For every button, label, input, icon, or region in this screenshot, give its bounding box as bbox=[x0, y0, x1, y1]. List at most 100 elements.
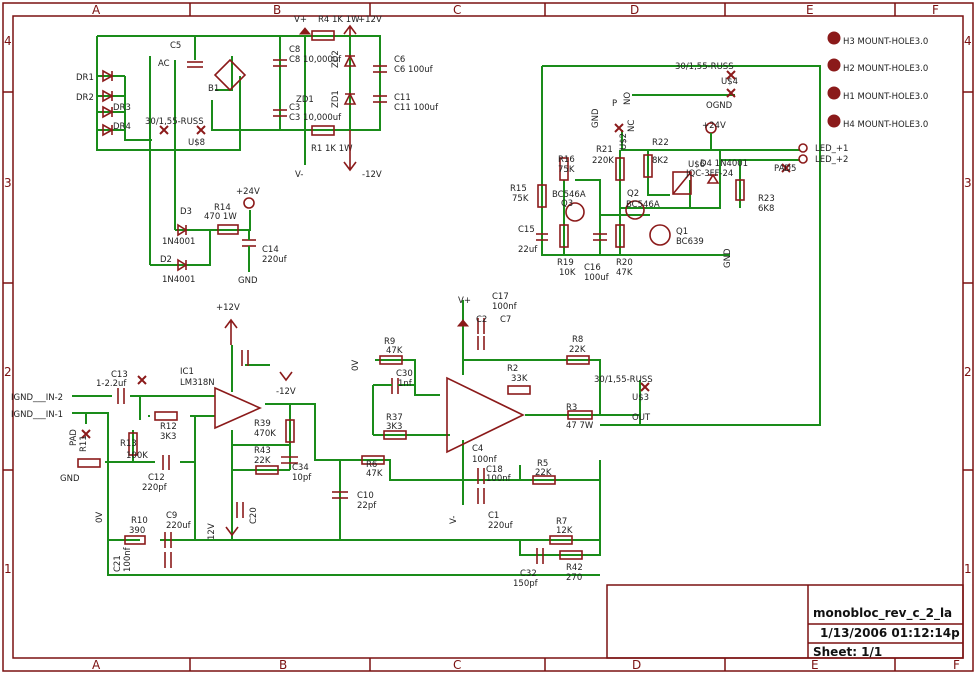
out-c4: C4 bbox=[472, 444, 483, 454]
rel-no: NO bbox=[623, 92, 633, 105]
rel-r20-val: 47K bbox=[616, 268, 633, 278]
supply-arrow-icon bbox=[343, 24, 357, 36]
power-section: B1 DR1 DR2 DR3 DR4 AC C5 R4 1K 1W R1 1K … bbox=[76, 15, 439, 266]
title-drawing-name: monobloc_rev_c_2_la bbox=[813, 606, 952, 621]
out-r9-val: 47K bbox=[386, 346, 403, 356]
s24-d2: D2 bbox=[160, 255, 172, 265]
supply-arrow-icon bbox=[279, 371, 293, 382]
pwr-c3: C3 10,000uf bbox=[289, 113, 342, 123]
out-c10-val: 22pf bbox=[357, 501, 377, 511]
col-label-f-top: F bbox=[932, 3, 939, 17]
out-r7: R7 bbox=[556, 517, 567, 527]
no-connect-icon bbox=[159, 125, 169, 135]
rel-v24: +24V bbox=[702, 121, 726, 131]
rel-u6: U$6 bbox=[688, 160, 705, 170]
rel-r23: R23 bbox=[758, 194, 775, 204]
s24-c14: C14 bbox=[262, 245, 279, 255]
rel-c15-val: 22uf bbox=[518, 245, 538, 255]
col-label-e-top: E bbox=[806, 3, 814, 17]
row-label-1-right: 1 bbox=[964, 562, 972, 576]
col-label-a-bottom: A bbox=[92, 658, 101, 672]
pwr-zd2: ZD2 bbox=[331, 50, 341, 68]
pwr-dr4: DR4 bbox=[113, 122, 131, 132]
no-connect-icon bbox=[81, 429, 91, 439]
col-label-b-bottom: B bbox=[279, 658, 287, 672]
transistor-icon bbox=[625, 200, 645, 220]
no-connect-icon bbox=[726, 88, 736, 98]
out-r3-val: 47 7W bbox=[566, 421, 594, 431]
s24-d3: D3 bbox=[180, 207, 192, 217]
in-r39-val: 470K bbox=[254, 429, 276, 439]
in-c21: C21 bbox=[113, 555, 123, 572]
transistor-icon bbox=[565, 202, 585, 222]
opamp-icon bbox=[446, 376, 525, 454]
in-gnd: GND bbox=[60, 474, 80, 484]
rel-r23-val: 6K8 bbox=[758, 204, 774, 214]
col-label-a-top: A bbox=[92, 3, 101, 17]
out-r8: R8 bbox=[572, 335, 583, 345]
in-r10: R10 bbox=[131, 516, 148, 526]
mount-hole-h3: H3 MOUNT-HOLE3.0 bbox=[843, 37, 928, 47]
rel-u4: U$4 bbox=[721, 77, 738, 87]
rel-r16: R16 bbox=[558, 155, 575, 165]
pwr-c5: C5 bbox=[170, 41, 181, 51]
rel-q3: Q3 bbox=[561, 199, 573, 209]
relay-section: 30/1,55-RUSS U$4 OGND GND NO NC P U$2 R2… bbox=[510, 62, 848, 426]
out-c4-val: 100nf bbox=[472, 455, 498, 465]
no-connect-icon bbox=[614, 123, 624, 133]
s24-gnd: GND bbox=[238, 276, 258, 286]
mount-hole-icon bbox=[827, 31, 841, 45]
pwr-dr3: DR3 bbox=[113, 103, 131, 113]
in-0v: 0V bbox=[95, 512, 105, 523]
rel-r15-val: 75K bbox=[512, 194, 529, 204]
supply-arrow-icon bbox=[343, 130, 357, 172]
out-vplus: V+ bbox=[458, 296, 471, 306]
out-conn: 30/1,55-RUSS bbox=[594, 375, 653, 385]
pwr-plus12: +12V bbox=[358, 15, 382, 25]
pwr-b1-label: B1 bbox=[208, 84, 219, 94]
in-in2: IGND___IN-2 bbox=[11, 393, 63, 403]
rel-gnd: GND bbox=[591, 108, 601, 128]
mount-hole-h2: H2 MOUNT-HOLE3.0 bbox=[843, 64, 928, 74]
in-c20: C20 bbox=[249, 507, 259, 524]
out-r2: R2 bbox=[507, 364, 518, 374]
s24-d3-val: 1N4001 bbox=[162, 237, 195, 247]
rel-pad5: PAD5 bbox=[774, 164, 796, 174]
grid-ticks bbox=[3, 3, 973, 671]
rel-ognd: OGND bbox=[706, 101, 733, 111]
output-stage: V+ C17 100nf C2 C7 R9 47K 0V C30 1nf R37… bbox=[332, 292, 653, 589]
rel-r16-val: 75K bbox=[558, 165, 575, 175]
pwr-u8: U$8 bbox=[188, 138, 205, 148]
col-label-c-top: C bbox=[453, 3, 461, 17]
pwr-r1: R1 1K 1W bbox=[311, 144, 353, 154]
out-c30: C30 bbox=[396, 369, 413, 379]
col-label-e-bottom: E bbox=[811, 658, 819, 672]
transistor-icon bbox=[649, 224, 671, 246]
out-c17-val: 100nf bbox=[492, 302, 518, 312]
out-r3: R3 bbox=[566, 403, 577, 413]
in-c13: C13 bbox=[111, 370, 128, 380]
in-c13-val: 1-2.2uf bbox=[96, 379, 127, 389]
s24-d2-val: 1N4001 bbox=[162, 275, 195, 285]
no-connect-icon bbox=[137, 375, 147, 385]
in-r43-val: 22K bbox=[254, 456, 271, 466]
out-r42: R42 bbox=[566, 563, 583, 573]
rel-nc: NC bbox=[627, 120, 637, 132]
rel-q2-val: BC546A bbox=[626, 200, 660, 210]
s24-r14-val: 470 1W bbox=[204, 212, 237, 222]
rel-r19-val: 10K bbox=[559, 268, 576, 278]
rel-d4: D4 1N4001 bbox=[700, 159, 748, 169]
in-plus12: +12V bbox=[216, 303, 240, 313]
title-date: 1/13/2006 01:12:14p bbox=[820, 626, 960, 640]
no-connect-icon bbox=[640, 382, 650, 392]
rel-r20: R20 bbox=[616, 258, 633, 268]
pwr-c8-label: C8 bbox=[289, 45, 300, 55]
rel-gnd2: GND bbox=[723, 248, 733, 268]
pwr-minus12: -12V bbox=[362, 170, 382, 180]
out-r6-val: 47K bbox=[366, 469, 383, 479]
rel-u2: U$2 bbox=[619, 133, 629, 150]
connector-pad-icon bbox=[798, 154, 808, 164]
out-r5: R5 bbox=[537, 459, 548, 469]
out-r9: R9 bbox=[384, 337, 395, 347]
